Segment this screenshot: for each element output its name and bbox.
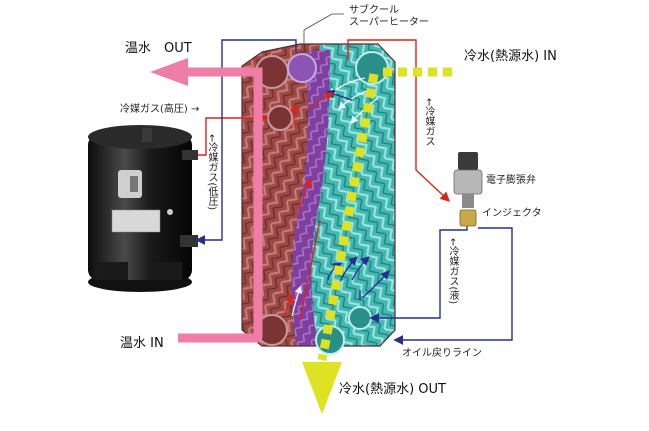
label-subcool: サブクール <box>349 5 399 16</box>
electronic-expansion-valve <box>453 152 483 208</box>
label-cold-water-in: 冷水(熱源水) IN <box>464 49 557 64</box>
label-refrigerant-gas-low: ←冷媒ガス(低圧) <box>206 134 217 211</box>
label-refrigerant-gas-high: 冷媒ガス(高圧) → <box>120 104 200 115</box>
label-refrigerant-gas: ←冷媒ガス <box>423 98 434 147</box>
compressor <box>88 125 198 292</box>
label-hot-water-out: 温水 OUT <box>125 41 192 56</box>
label-leader-line <box>303 13 344 31</box>
hot-water-stream <box>150 58 263 343</box>
label-oil-return-line: オイル戻りライン <box>402 348 482 359</box>
label-cold-water-out: 冷水(熱源水) OUT <box>339 382 446 397</box>
injector <box>459 209 477 227</box>
label-refrigerant-liquid: ←冷媒ガス(液) <box>447 238 458 305</box>
label-injector: インジェクタ <box>482 208 542 219</box>
label-hot-water-in: 温水 IN <box>120 336 164 351</box>
label-electronic-expansion-valve: 電子膨張弁 <box>486 175 536 186</box>
refrigerant-line-high <box>198 39 451 321</box>
cold-water-stream <box>302 67 452 414</box>
label-superheater: スーパーヒーター <box>349 17 429 28</box>
